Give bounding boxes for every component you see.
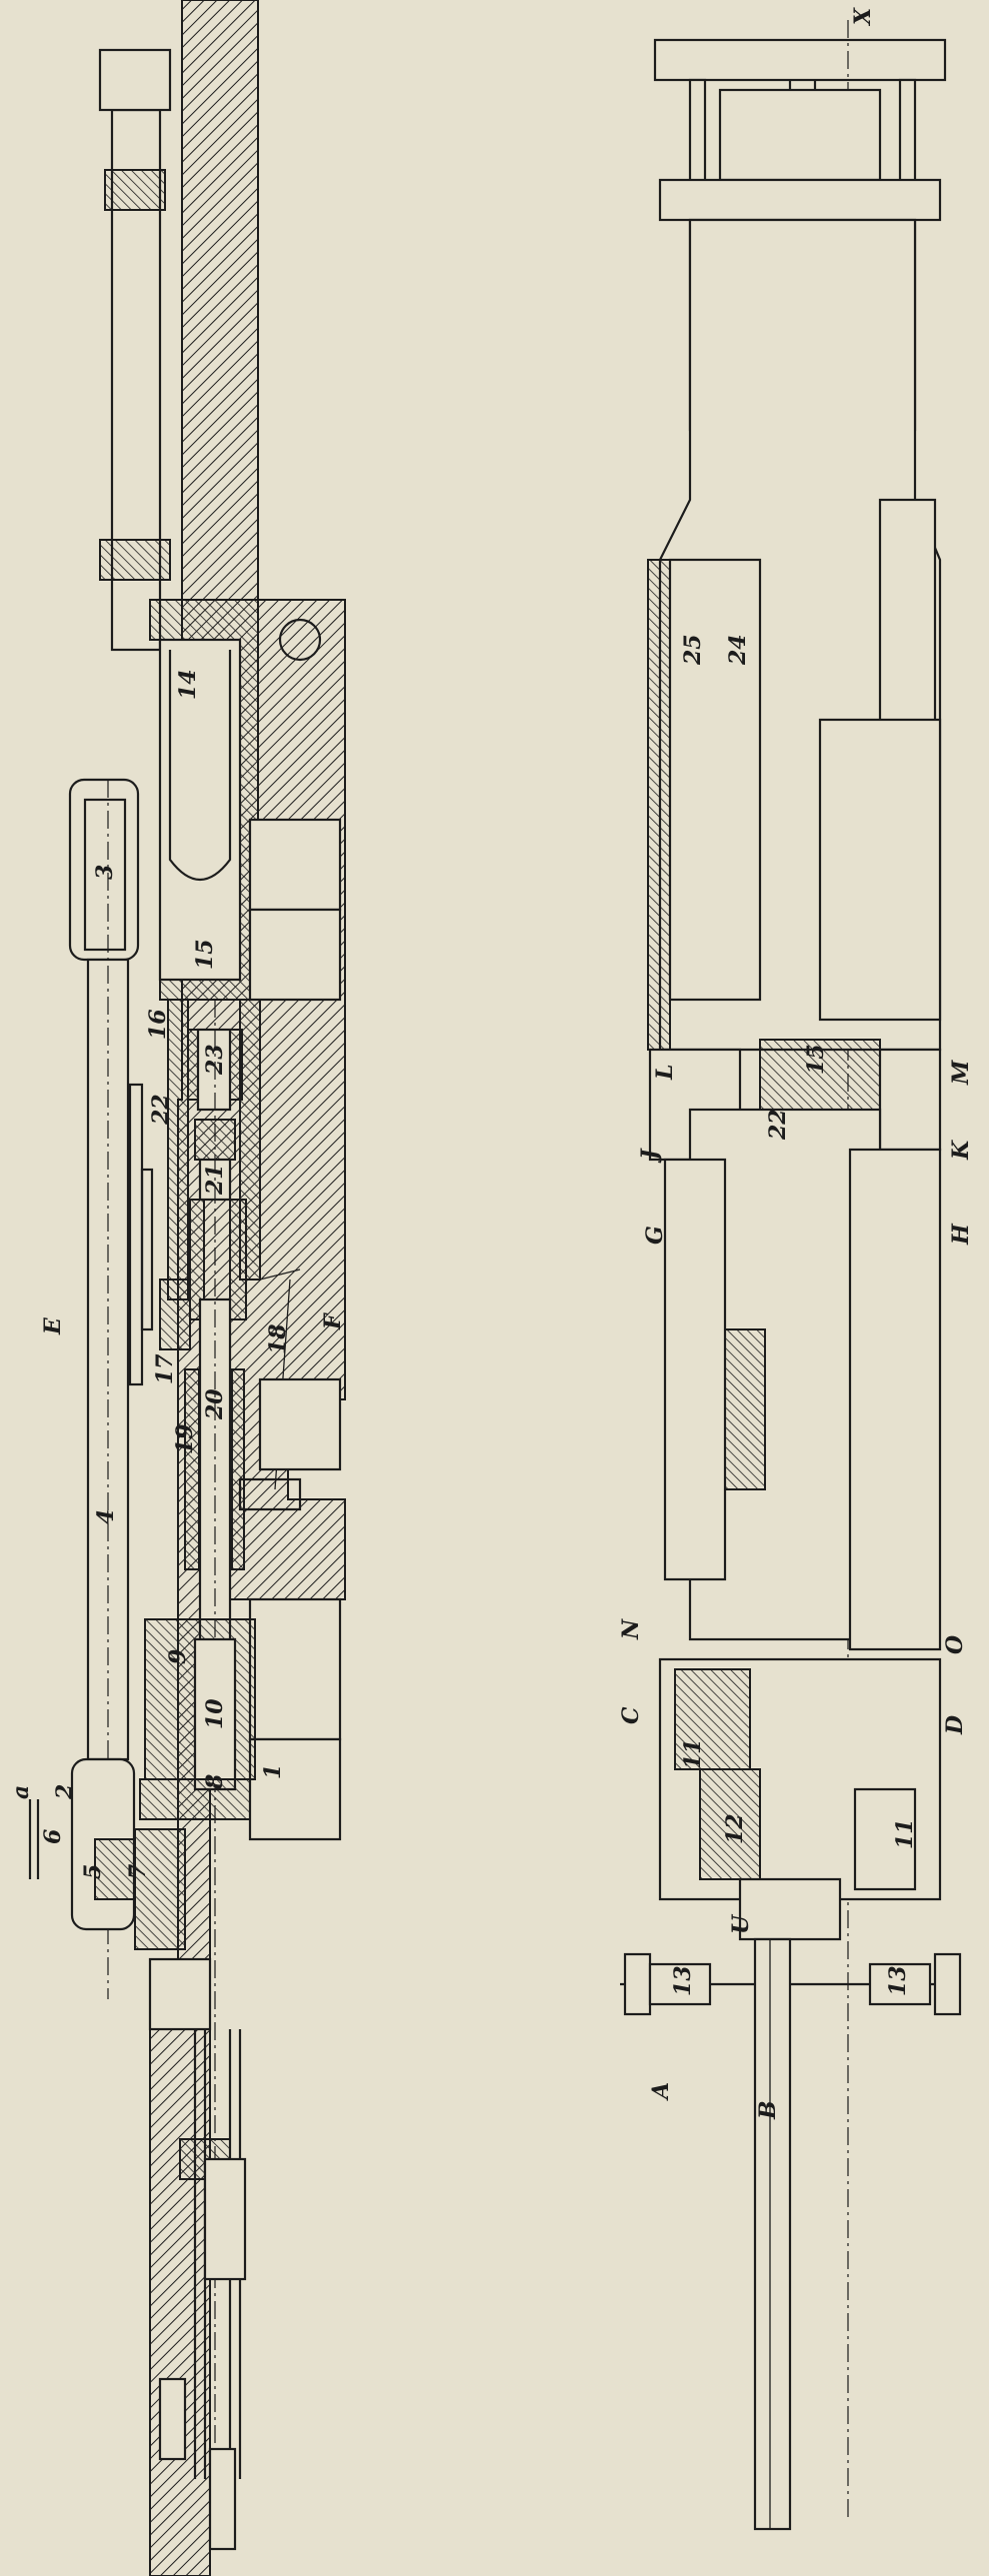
label-11-left: 11	[680, 1738, 706, 1769]
label-24: 24	[725, 634, 751, 666]
label-8: 8	[202, 1774, 228, 1790]
cylinder-25	[647, 559, 671, 1051]
section-marker-E: E	[40, 1316, 66, 1335]
label-17: 17	[152, 1353, 178, 1384]
section-marker-A: A	[648, 2082, 674, 2101]
label-18: 18	[265, 1323, 291, 1354]
label-9: 9	[165, 1649, 191, 1664]
label-2: 2	[52, 1784, 78, 1800]
section-marker-H: H	[948, 1223, 974, 1246]
label-13-right: 13	[885, 1965, 911, 1996]
label-a: a	[8, 1785, 34, 1799]
left-view-labels: 14 3 15 16 22 23 21 E F 17 18 20 19 4 9 …	[8, 669, 346, 1879]
label-22: 22	[765, 1109, 791, 1141]
axis-marker-X: X	[850, 7, 876, 27]
left-sectional-view	[28, 0, 346, 2576]
section-marker-N: N	[618, 1618, 644, 1640]
label-25: 25	[680, 634, 706, 666]
label-7: 7	[125, 1863, 151, 1879]
section-marker-K: K	[948, 1140, 974, 1161]
section-marker-O: O	[942, 1635, 968, 1654]
label-19: 19	[172, 1423, 198, 1454]
section-marker-D: D	[942, 1715, 968, 1735]
label-1: 1	[260, 1764, 286, 1779]
label-5: 5	[80, 1864, 106, 1879]
label-3: 3	[92, 865, 118, 880]
label-12: 12	[722, 1813, 748, 1844]
section-marker-L: L	[652, 1065, 678, 1081]
label-11-right: 11	[892, 1818, 918, 1849]
label-20: 20	[202, 1388, 228, 1420]
section-marker-M: M	[948, 1060, 974, 1086]
section-marker-B: B	[755, 2100, 781, 2120]
right-elevation-view	[620, 20, 962, 2531]
label-14: 14	[175, 669, 201, 700]
label-6: 6	[40, 1829, 66, 1844]
label-21: 21	[202, 1164, 228, 1196]
label-13-left: 13	[670, 1965, 696, 1996]
label-15: 15	[192, 939, 218, 970]
label-4: 4	[93, 1509, 119, 1524]
label-U: U	[728, 1913, 754, 1934]
label-15: 15	[803, 1044, 829, 1075]
lower-rod	[753, 1937, 792, 2531]
label-10: 10	[202, 1698, 228, 1729]
right-view-labels: X 25 24 15 L M J 22 K G H N O C D 11 12 …	[618, 7, 974, 2120]
label-23: 23	[202, 1044, 228, 1076]
section-marker-F: F	[320, 1312, 346, 1330]
section-marker-G: G	[642, 1226, 668, 1245]
section-marker-J: J	[637, 1148, 663, 1164]
label-16: 16	[145, 1009, 171, 1040]
section-marker-C: C	[618, 1706, 644, 1724]
top-crosshead	[653, 38, 947, 82]
label-22: 22	[148, 1094, 174, 1126]
